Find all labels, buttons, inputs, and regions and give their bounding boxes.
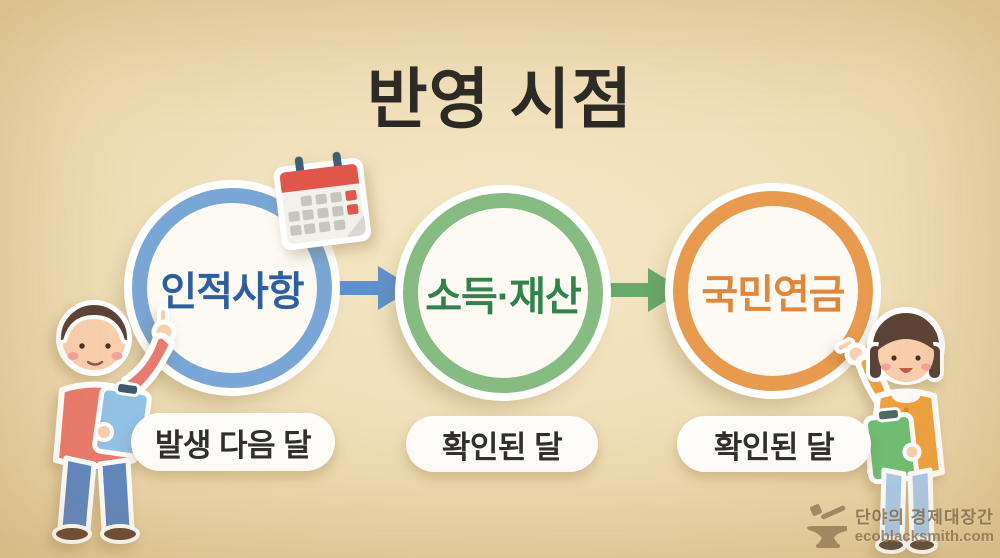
watermark-brand: 단야의 경제대장간 bbox=[854, 508, 994, 527]
arrow-step1-to-step2 bbox=[328, 266, 414, 310]
girl-with-clipboard bbox=[834, 307, 945, 554]
calendar-icon bbox=[273, 151, 372, 251]
step-circle-income-assets: 소득·재산 bbox=[403, 193, 603, 393]
timing-pill-personal-info: 발생 다음 달 bbox=[131, 413, 335, 471]
arrow-step2-to-step3 bbox=[598, 268, 684, 312]
watermark-site: ecoblacksmith.com bbox=[854, 528, 994, 546]
timing-pill-income-assets: 확인된 달 bbox=[406, 416, 598, 472]
watermark: 단야의 경제대장간 ecoblacksmith.com bbox=[805, 504, 994, 550]
step-label-personal-info: 인적사항 bbox=[160, 270, 304, 314]
timing-pill-national-pension: 확인된 달 bbox=[677, 416, 871, 472]
step-label-income-assets: 소득·재산 bbox=[425, 275, 582, 319]
boy-with-clipboard bbox=[52, 300, 177, 544]
page-title: 반영 시점 bbox=[366, 62, 634, 136]
blacksmith-anvil-icon bbox=[806, 504, 847, 548]
step-label-national-pension: 국민연금 bbox=[701, 273, 845, 317]
